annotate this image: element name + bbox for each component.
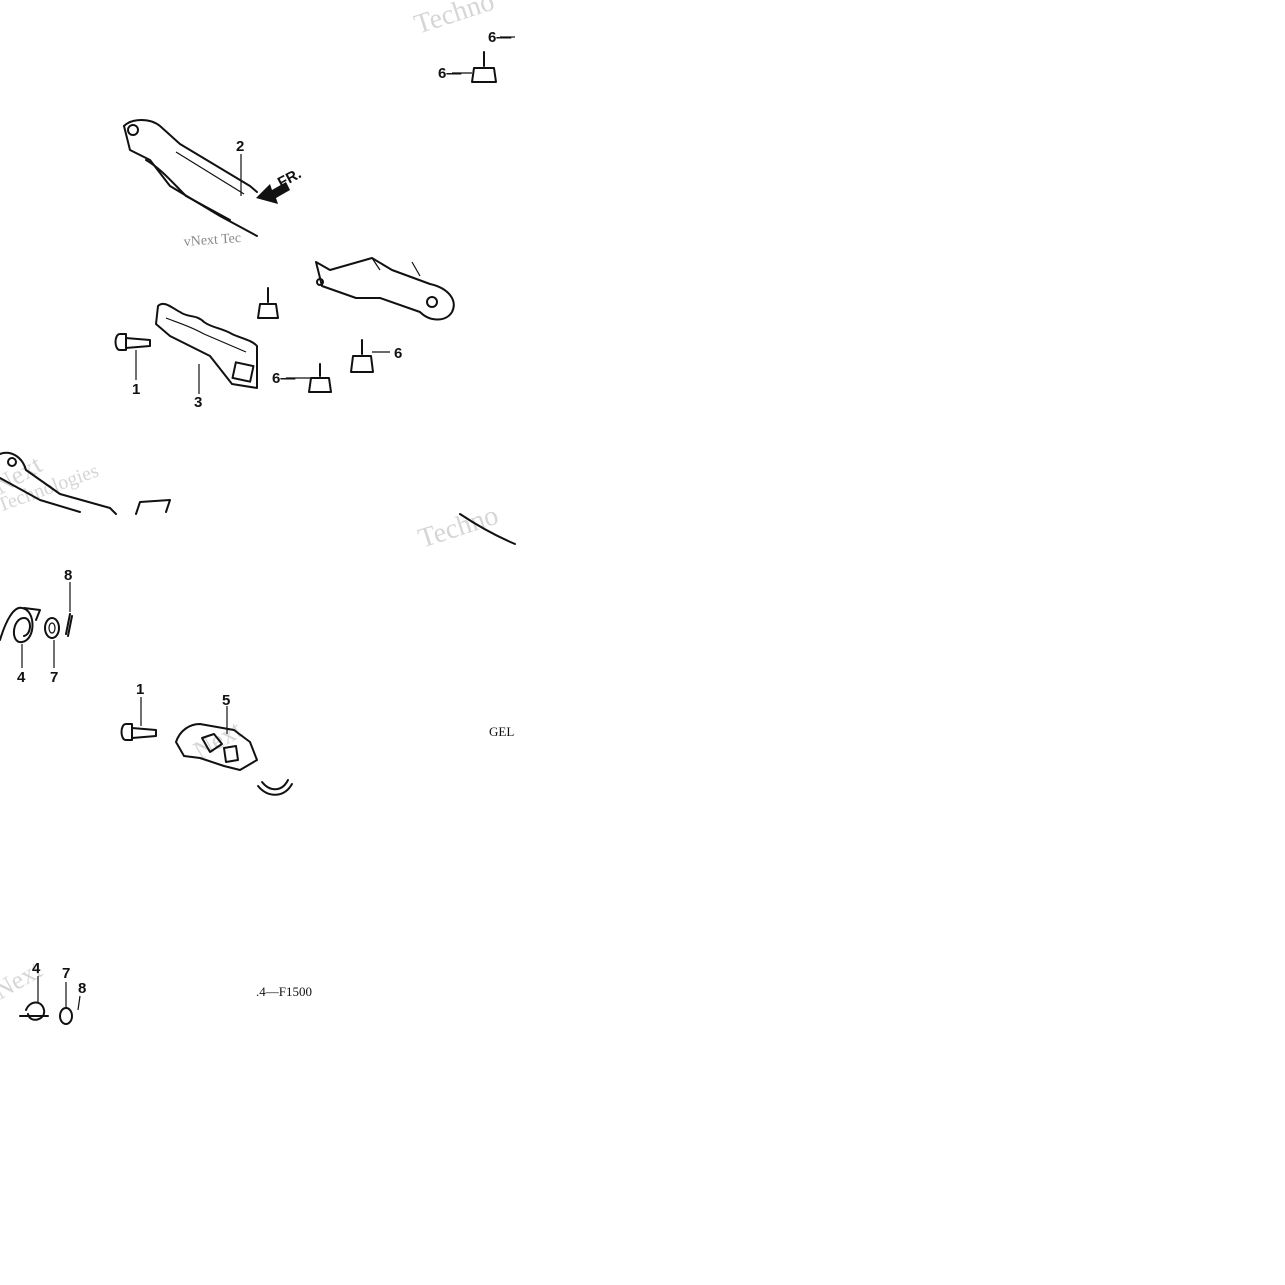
callout-4-lower: 4 (32, 960, 41, 977)
front-direction-arrow (256, 182, 290, 204)
callout-6-right: 6 (394, 345, 402, 362)
figure-code: .4—F1500 (256, 984, 312, 999)
callout-1-upper: 1 (132, 381, 140, 398)
callout-3: 3 (194, 394, 202, 411)
callout-4-upper: 4 (17, 669, 26, 686)
callout-6-second: 6— (438, 65, 461, 82)
footpeg-upper (155, 302, 258, 389)
bolt-right (350, 339, 374, 373)
cotter-pin-upper (65, 613, 73, 637)
arc-partial-right (459, 513, 516, 545)
washer-lower (59, 1007, 73, 1025)
pin-lower (120, 723, 157, 741)
watermark-vnext-tec: vNext Tec (183, 231, 241, 250)
bolt-top-right (471, 51, 497, 83)
callout-2: 2 (236, 138, 244, 155)
callout-8-lower: 8 (78, 980, 86, 997)
spring-upper (0, 606, 41, 643)
callout-5: 5 (222, 692, 230, 709)
washer-upper (44, 617, 60, 639)
callout-6-center: 6— (272, 370, 295, 387)
watermark-techno-top: Techno (411, 0, 499, 41)
callout-7-lower: 7 (62, 965, 70, 982)
footpeg-bracket-right (123, 119, 258, 237)
pin-upper (114, 333, 151, 351)
footpeg-bracket-left (315, 257, 455, 321)
callout-7-upper: 7 (50, 669, 58, 686)
watermark-techno-mid: Techno (415, 500, 503, 555)
spring-lower (19, 1001, 49, 1021)
section-code: GEL (489, 724, 514, 739)
leader-8b (77, 995, 81, 1011)
callout-1-lower: 1 (136, 681, 144, 698)
bolt-center (308, 363, 332, 393)
callout-6-top: 6— (488, 29, 511, 46)
bolt-left-upper (257, 287, 279, 319)
footpeg-lower (175, 723, 293, 796)
callout-8-upper: 8 (64, 567, 72, 584)
bracket-mid-left (0, 451, 171, 515)
